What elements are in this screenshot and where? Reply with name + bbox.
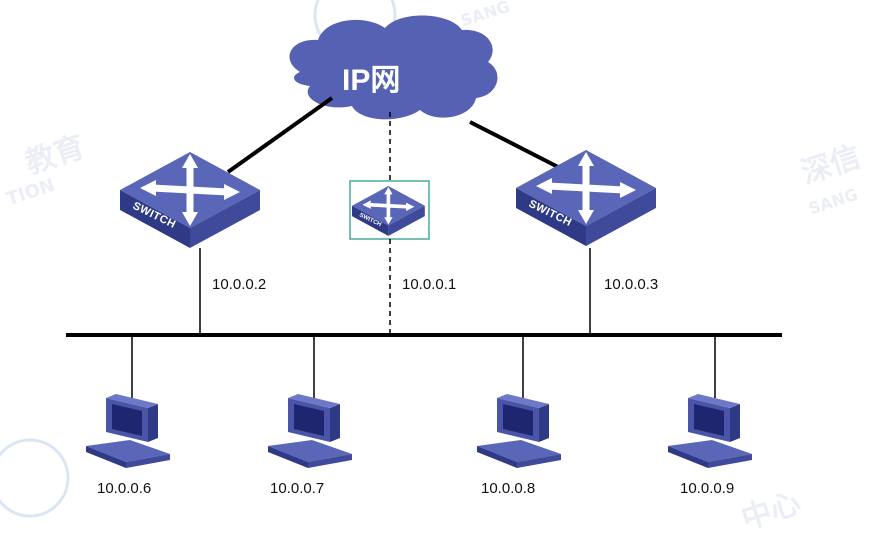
- host-3-pc-icon: [477, 394, 561, 468]
- link-cloud-right: [469, 120, 561, 170]
- host-2-pc-icon: [268, 394, 352, 468]
- host-4-ip: 10.0.0.9: [680, 480, 735, 497]
- host-1-pc-icon: [86, 394, 170, 468]
- switch-right: SWITCH: [516, 150, 656, 246]
- host-3-ip: 10.0.0.8: [481, 480, 536, 497]
- switch-right-ip: 10.0.0.3: [604, 276, 659, 293]
- link-cloud-left: [226, 96, 334, 174]
- ip-network-cloud: IP网: [289, 15, 498, 120]
- cloud-label: IP网: [342, 64, 400, 97]
- switch-virtual: [350, 184, 427, 238]
- switch-left-ip: 10.0.0.2: [212, 276, 267, 293]
- host-2-ip: 10.0.0.7: [270, 480, 325, 497]
- host-1-ip: 10.0.0.6: [97, 480, 152, 497]
- host-4-pc-icon: [668, 394, 752, 468]
- switch-virtual-ip: 10.0.0.1: [402, 276, 457, 293]
